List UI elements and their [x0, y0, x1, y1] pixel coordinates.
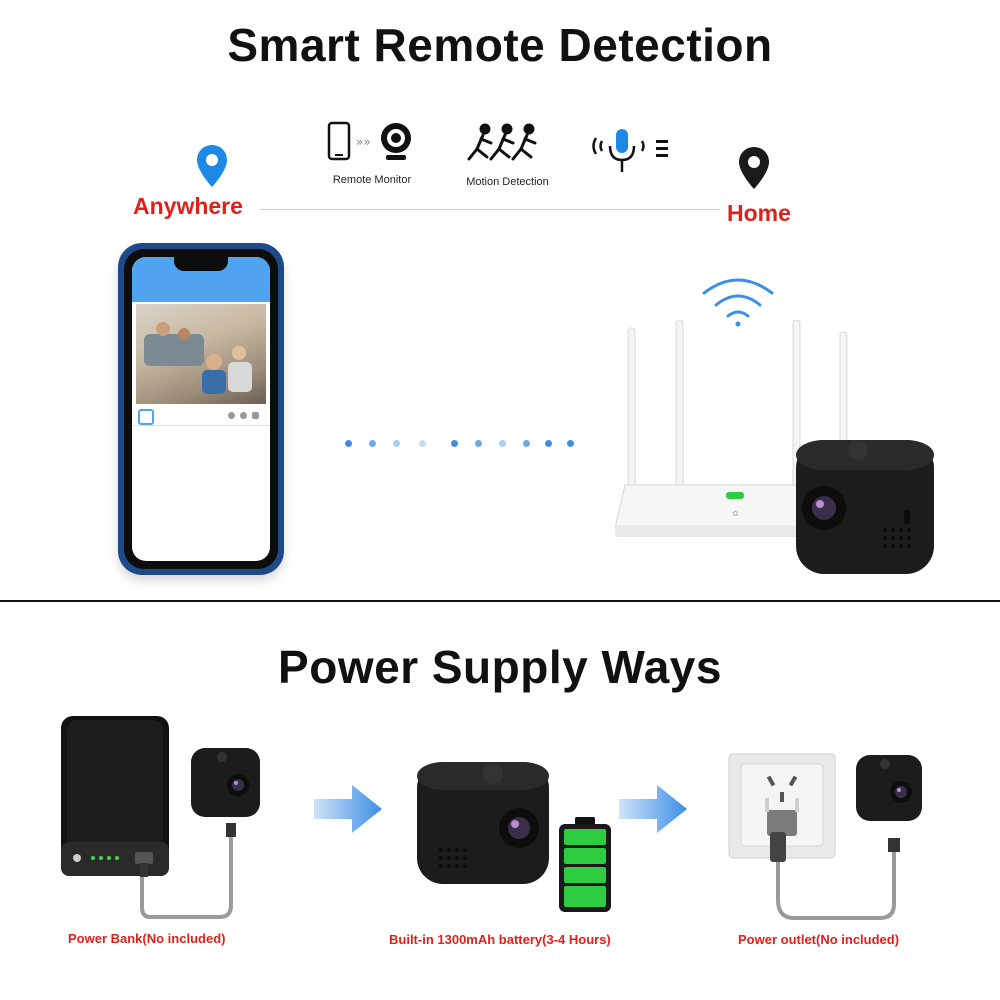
feature-label-remote-monitor: Remote Monitor: [332, 174, 412, 186]
wifi-icon: [702, 278, 774, 327]
microphone-sound-icon: [592, 129, 668, 172]
anywhere-label: Anywhere: [133, 193, 243, 219]
signal-dots: [345, 440, 585, 450]
power-bank-label: Power Bank(No included): [68, 931, 226, 946]
feature-label-motion-detection: Motion Detection: [466, 176, 549, 188]
section-title-remote-detection: Smart Remote Detection: [227, 19, 773, 71]
phone-camera-icon: »»: [327, 121, 411, 161]
arrow-right-icon-2: [619, 785, 687, 833]
home-location-pin-icon: [739, 147, 769, 189]
connection-line: [260, 209, 720, 210]
arrow-right-icon: [314, 785, 382, 833]
snapshot-icon[interactable]: [228, 412, 235, 419]
power-outlet: [728, 753, 836, 859]
phone-notch: [174, 257, 228, 271]
mini-camera-small: [191, 748, 260, 817]
outlet-cable: [770, 832, 900, 920]
section-title-power-supply: Power Supply Ways: [278, 641, 722, 693]
section-divider: [0, 600, 1000, 602]
power-bank: [61, 716, 169, 876]
home-label: Home: [727, 200, 791, 226]
charging-cable: [140, 823, 236, 919]
mini-camera-battery: [417, 762, 549, 884]
home-icon[interactable]: [138, 409, 154, 425]
running-people-icon: [467, 123, 537, 161]
svg-text:»»: »»: [356, 135, 371, 149]
phone-screen: [132, 257, 270, 561]
mini-camera-home: [796, 440, 934, 574]
power-outlet-label: Power outlet(No included): [738, 932, 900, 947]
settings-icon[interactable]: [252, 412, 259, 419]
battery-icon: [559, 817, 611, 912]
battery-label: Built-in 1300mAh battery(3-4 Hours): [389, 932, 611, 947]
live-video-feed[interactable]: [136, 304, 266, 404]
location-pin-icon: [197, 145, 227, 187]
mini-camera-outlet: [856, 755, 922, 821]
record-icon[interactable]: [240, 412, 247, 419]
svg-text:✿: ✿: [732, 509, 739, 518]
smartphone: [118, 243, 284, 575]
